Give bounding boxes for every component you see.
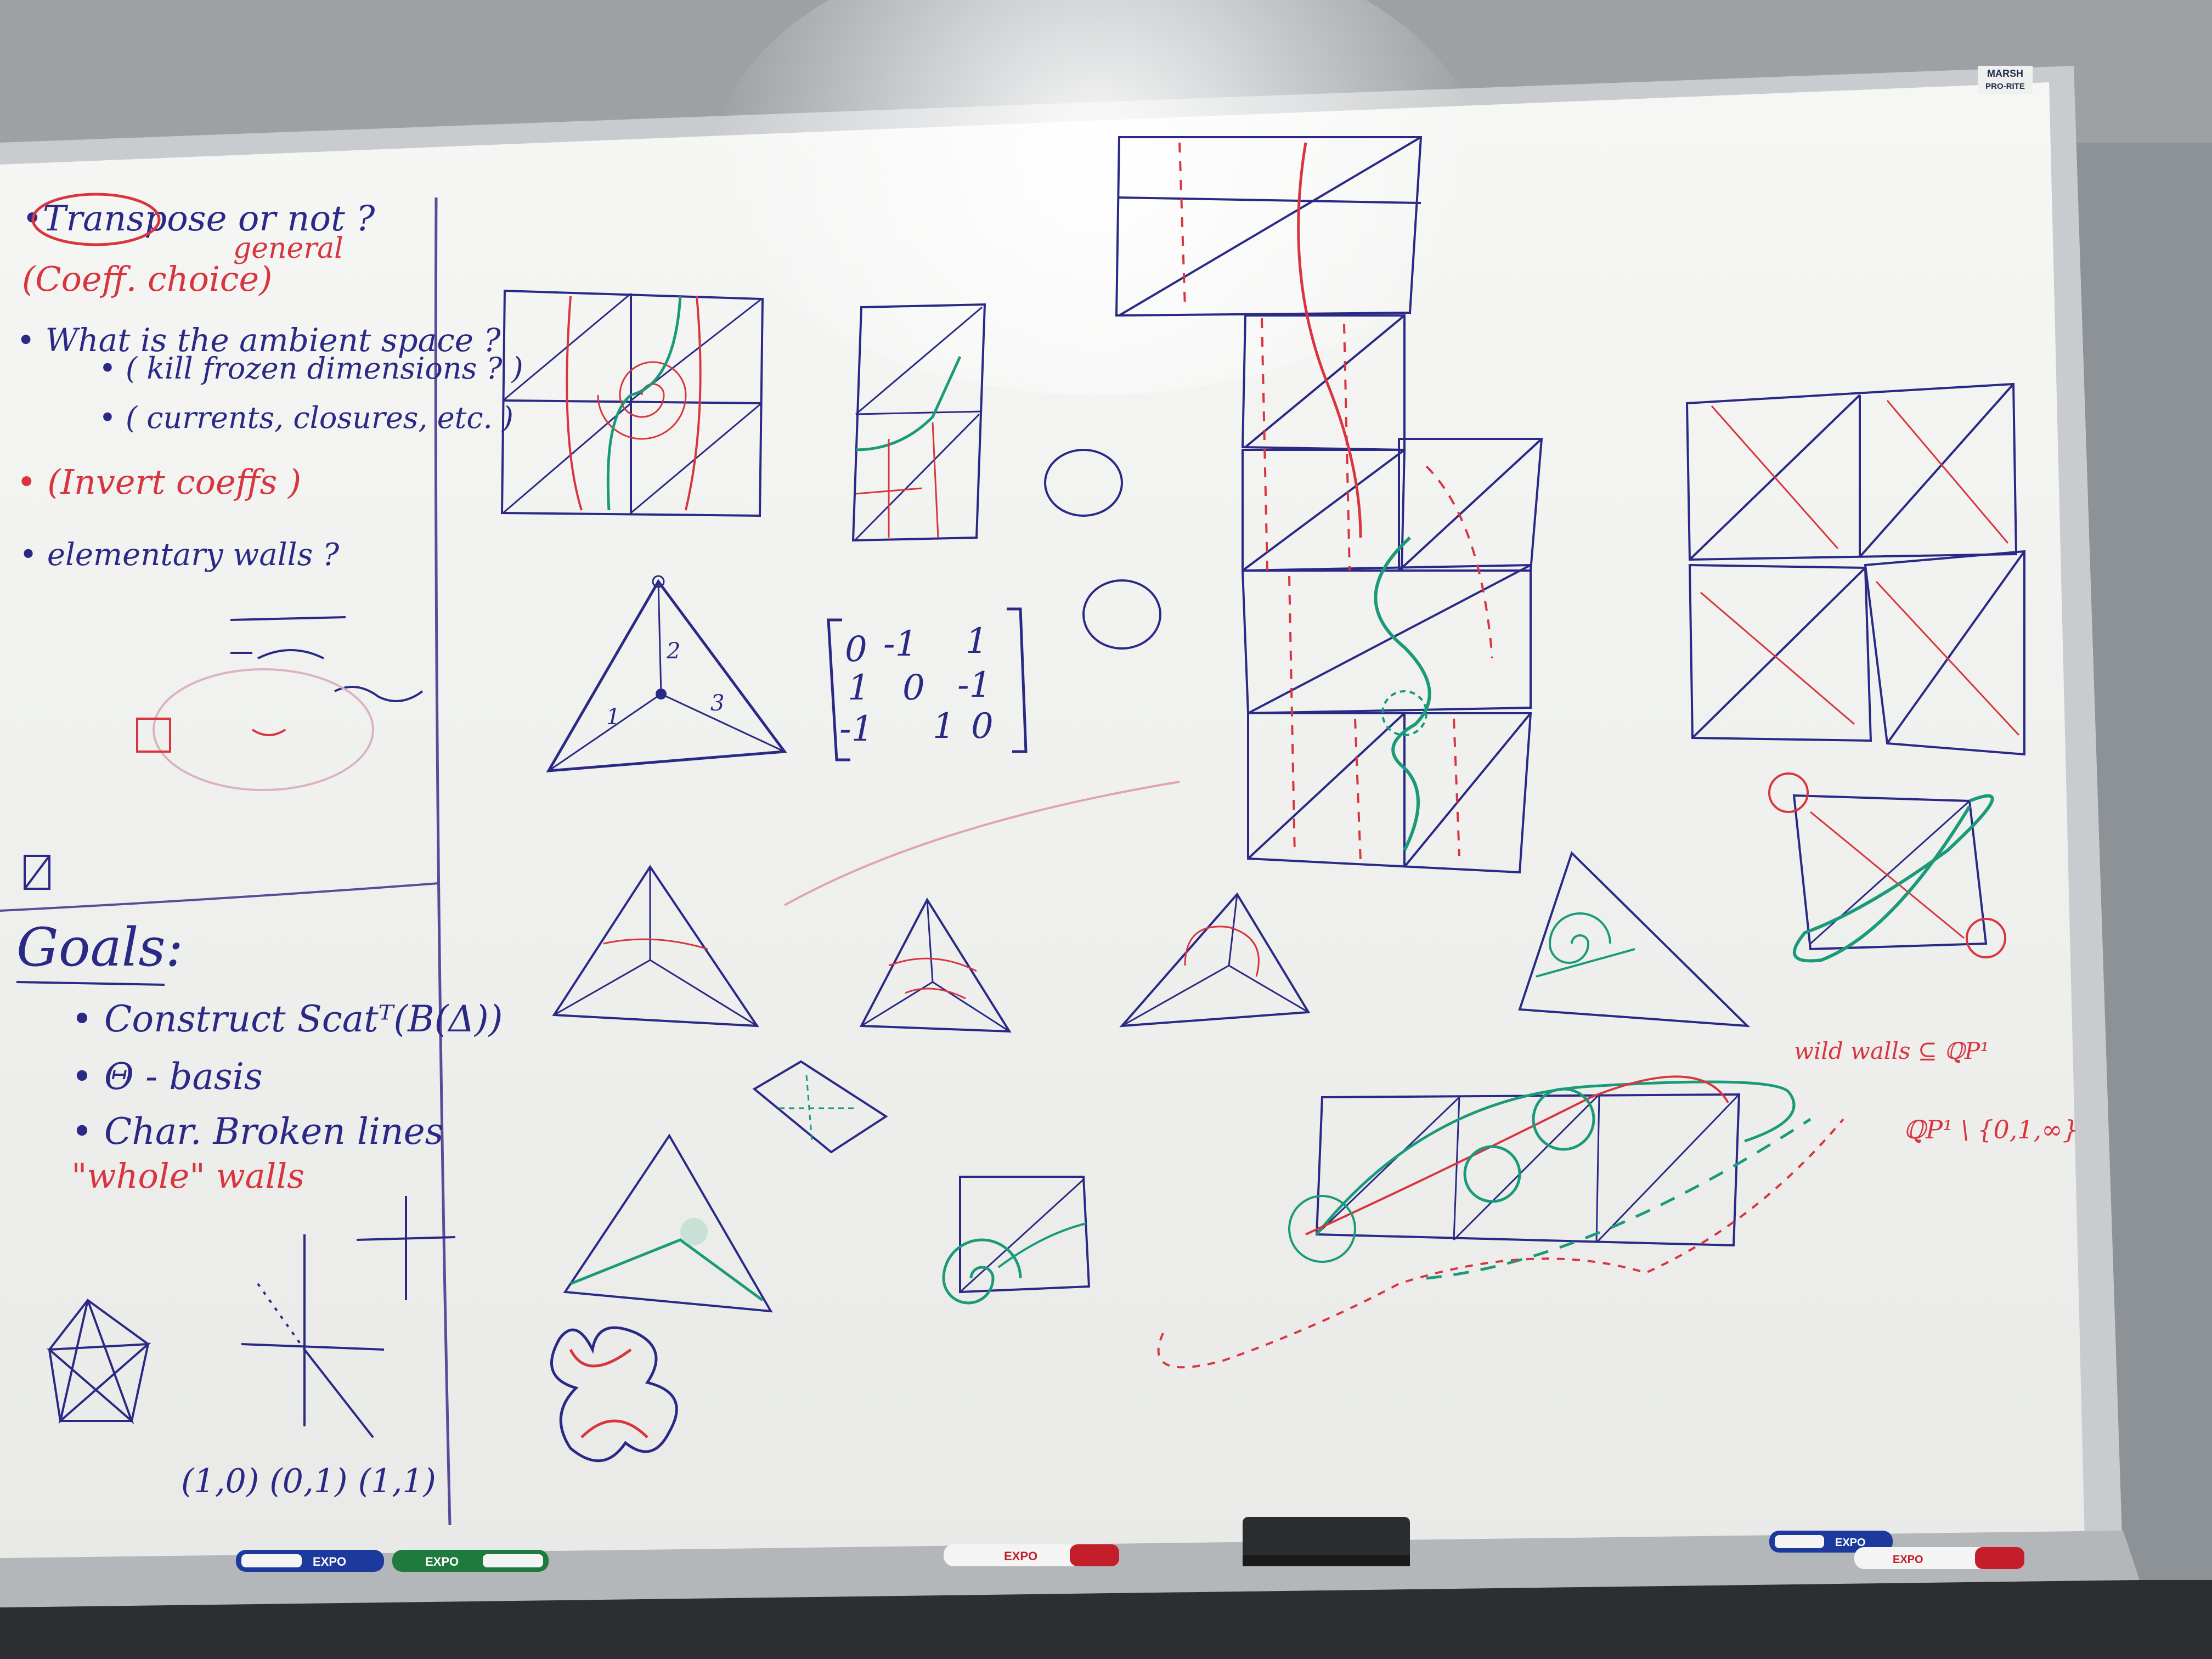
spiral-square-diagram [500, 289, 764, 517]
marker-red-middle: EXPO [944, 1544, 1119, 1566]
matrix-r2c2: 0 [971, 706, 994, 747]
marker-tray [0, 1531, 2140, 1607]
marker-red-right-label: EXPO [1893, 1554, 1923, 1566]
note-kill-frozen: • ( kill frozen dimensions ? ) [99, 351, 523, 386]
triangle-number-2: 2 [666, 639, 680, 664]
goals-underline [16, 981, 165, 986]
marker-red-middle-label: EXPO [1004, 1549, 1037, 1563]
doodle-box-small [24, 855, 50, 890]
note-wild-walls: wild walls ⊆ ℚP¹ [1794, 1037, 1989, 1064]
goal-theta-basis: • Θ - basis [71, 1056, 263, 1098]
goal-broken-lines: • Char. Broken lines [71, 1110, 444, 1153]
green-spiral-square [942, 1176, 1091, 1305]
eraser [1243, 1517, 1410, 1566]
matrix-r2c0: -1 [839, 709, 873, 749]
matrix-r2c1: 1 [933, 706, 955, 747]
tall-grid-red-curve [1297, 142, 1362, 538]
note-ambient-space: • What is the ambient space ? [16, 321, 501, 359]
matrix-r0c0: 0 [845, 629, 867, 670]
matrix: 0 -1 1 1 0 -1 -1 1 0 [827, 607, 1028, 761]
note-coeff-choice: (Coeff. choice) [22, 259, 272, 299]
note-elementary-walls: • elementary walls ? [19, 537, 340, 573]
matrix-r1c1: 0 [902, 668, 925, 708]
notes-left: •Transpose or not ? (Coeff. choice) gene… [16, 193, 523, 573]
pentagon-star-diagram [46, 1299, 151, 1425]
matrix-r0c2: 1 [966, 621, 988, 662]
brand-maker: MARSH [1987, 68, 2023, 79]
four-loop-knot [550, 1326, 678, 1463]
divider-vertical [434, 197, 452, 1526]
note-general: general [233, 232, 343, 265]
green-loop-square [1768, 772, 2006, 963]
tall-grid-green-spiral [1381, 690, 1427, 736]
marker-blue-left: EXPO [236, 1550, 384, 1572]
goals-section: Goals: • Construct Scatᵀ(B(Δ)) • Θ - bas… [16, 917, 503, 1196]
goals-heading: Goals: [16, 917, 183, 978]
lower-green-triangle [563, 1133, 773, 1313]
tall-grid-red-walls [1178, 142, 1493, 862]
tall-grid-green-curve [1374, 536, 1431, 851]
marker-blue-right: EXPO [1769, 1531, 1893, 1553]
marker-green: EXPO [392, 1550, 549, 1572]
small-circle-1 [1044, 449, 1123, 517]
triangle-number-3: 3 [710, 691, 724, 716]
divider-horizontal [0, 882, 439, 912]
numbered-triangle: 1 2 3 [546, 575, 787, 772]
small-circle-2 [1082, 579, 1161, 650]
tall-grid-column [1115, 136, 1543, 874]
note-qp1-minus: ℚP¹ \ {0,1,∞} [1904, 1115, 2079, 1144]
marker-blue-right-label: EXPO [1835, 1537, 1866, 1549]
matrix-r1c0: 1 [848, 668, 870, 708]
note-invert-coeffs: • (Invert coeffs ) [16, 462, 301, 502]
faint-red-stroke [784, 781, 1180, 906]
marker-blue-left-label: EXPO [313, 1555, 346, 1568]
matrix-r0c1: -1 [883, 624, 917, 664]
light-glare [713, 0, 1481, 395]
coords-label: (1,0) (0,1) (1,1) [181, 1462, 436, 1500]
triangle-number-1: 1 [606, 704, 620, 730]
right-quad-red-walls [1700, 400, 2020, 736]
matrix-r1c2: -1 [957, 665, 991, 706]
triangle-row [552, 851, 1751, 1033]
marker-red-right: EXPO [1854, 1547, 2024, 1569]
doodle-left-wall [230, 616, 424, 702]
doodle-bulb [136, 668, 374, 791]
small-diamond [752, 1060, 888, 1154]
rectangle-green-curve [851, 303, 986, 542]
fan-diagram [241, 1196, 456, 1438]
brand-product: PRO-RITE [1985, 82, 2025, 91]
goal-whole-walls: "whole" walls [71, 1156, 304, 1196]
brand-label: MARSH PRO-RITE [1978, 66, 2033, 94]
marker-green-label: EXPO [425, 1555, 459, 1568]
markers: EXPO EXPO EXPO EXPO EXPO [236, 1517, 2024, 1572]
goal-construct-scat: • Construct Scatᵀ(B(Δ)) [71, 998, 503, 1040]
board-surface [0, 82, 2085, 1569]
right-quad-squares [1685, 382, 2025, 756]
note-currents: • ( currents, closures, etc. ) [99, 400, 514, 435]
circle-transpose [31, 193, 161, 246]
bottom-strip-diagram [1157, 1075, 1844, 1369]
note-transpose: •Transpose or not ? [22, 199, 375, 239]
